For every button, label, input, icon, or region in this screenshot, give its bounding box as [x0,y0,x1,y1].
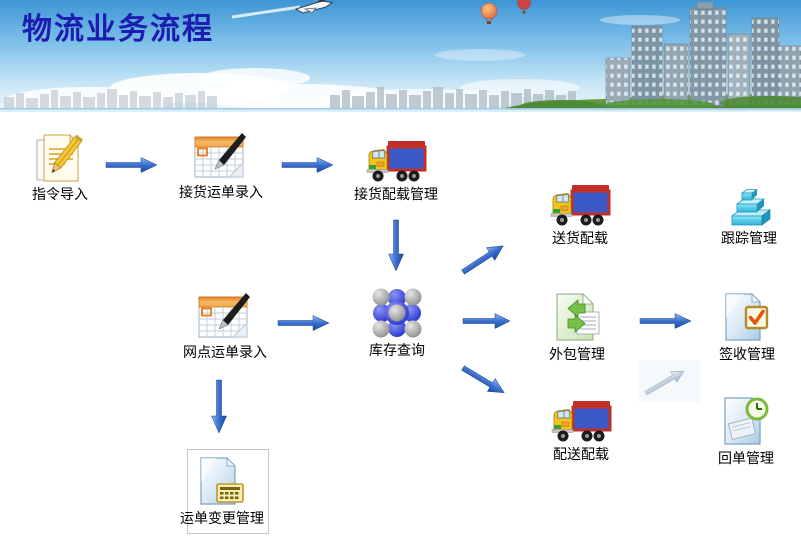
arrow-load-to-inventory [387,219,405,272]
flow-node-branch-waybill-entry: 网点运单录入 [175,292,275,360]
arrow-inventory-to-outsourcing [462,312,511,330]
arrow-distribution-to-receipt-ghost [638,360,700,402]
arrow-pickup-entry-to-load [281,156,334,174]
page-title: 物流业务流程 [22,13,214,46]
node-label: 签收管理 [719,346,775,362]
node-label: 外包管理 [549,346,605,362]
flow-node-waybill-change-management: 运单变更管理 [172,454,272,526]
node-label: 配送配载 [553,446,609,462]
flow-node-receipt-management: 回单管理 [696,394,796,466]
stacked-boxes-icon [699,184,799,228]
truck-icon [531,398,631,444]
node-label: 接货运单录入 [179,184,263,200]
spheres-cluster-icon [347,286,447,340]
plane-icon [231,0,334,19]
node-label: 网点运单录入 [183,344,267,360]
hot-air-balloon-icon-2 [517,0,531,14]
flow-node-outsourcing-management: 外包管理 [527,292,627,362]
flow-node-instruction-import: 指令导入 [10,132,110,202]
node-label: 库存查询 [369,342,425,358]
city-sky-banner-image [0,0,801,113]
flow-node-pickup-load-management: 接货配载管理 [346,138,446,202]
arrow-inventory-to-delivery-load [461,242,510,280]
hot-air-balloon-icon [480,2,498,24]
node-label: 接货配载管理 [354,186,438,202]
flow-node-inventory-query: 库存查询 [347,286,447,358]
node-label: 指令导入 [32,186,88,202]
document-check-icon [697,292,797,344]
arrow-branch-entry-to-waybill-change [210,379,228,434]
node-label: 送货配载 [552,230,608,246]
document-calculator-icon [172,454,272,508]
arrow-outsourcing-to-sign-receipt [639,312,692,330]
flow-node-tracking-management: 跟踪管理 [699,184,799,246]
arrow-import-to-pickup-entry [105,156,158,174]
distant-skyline-left [4,89,217,108]
arrow-inventory-to-distribution-load [461,362,510,400]
document-export-icon [527,292,627,344]
node-label: 运单变更管理 [180,510,264,526]
calendar-pen-icon [171,132,271,182]
arrow-branch-entry-to-inventory [277,314,330,332]
flow-node-distribution-load: 配送配载 [531,398,631,462]
flow-node-delivery-load: 送货配载 [530,182,630,246]
truck-icon [346,138,446,184]
document-pencil-icon [10,132,110,184]
waybill-change-box [187,449,269,534]
calendar-pen-icon [175,292,275,342]
flow-node-sign-receipt-management: 签收管理 [697,292,797,362]
truck-icon [530,182,630,228]
distant-skyline-middle [330,87,576,108]
header-banner: 物流业务流程 [0,0,801,113]
document-clock-icon [696,394,796,448]
node-label: 回单管理 [718,450,774,466]
flow-node-pickup-waybill-entry: 接货运单录入 [171,132,271,200]
node-label: 跟踪管理 [721,230,777,246]
building-windows [606,8,801,106]
